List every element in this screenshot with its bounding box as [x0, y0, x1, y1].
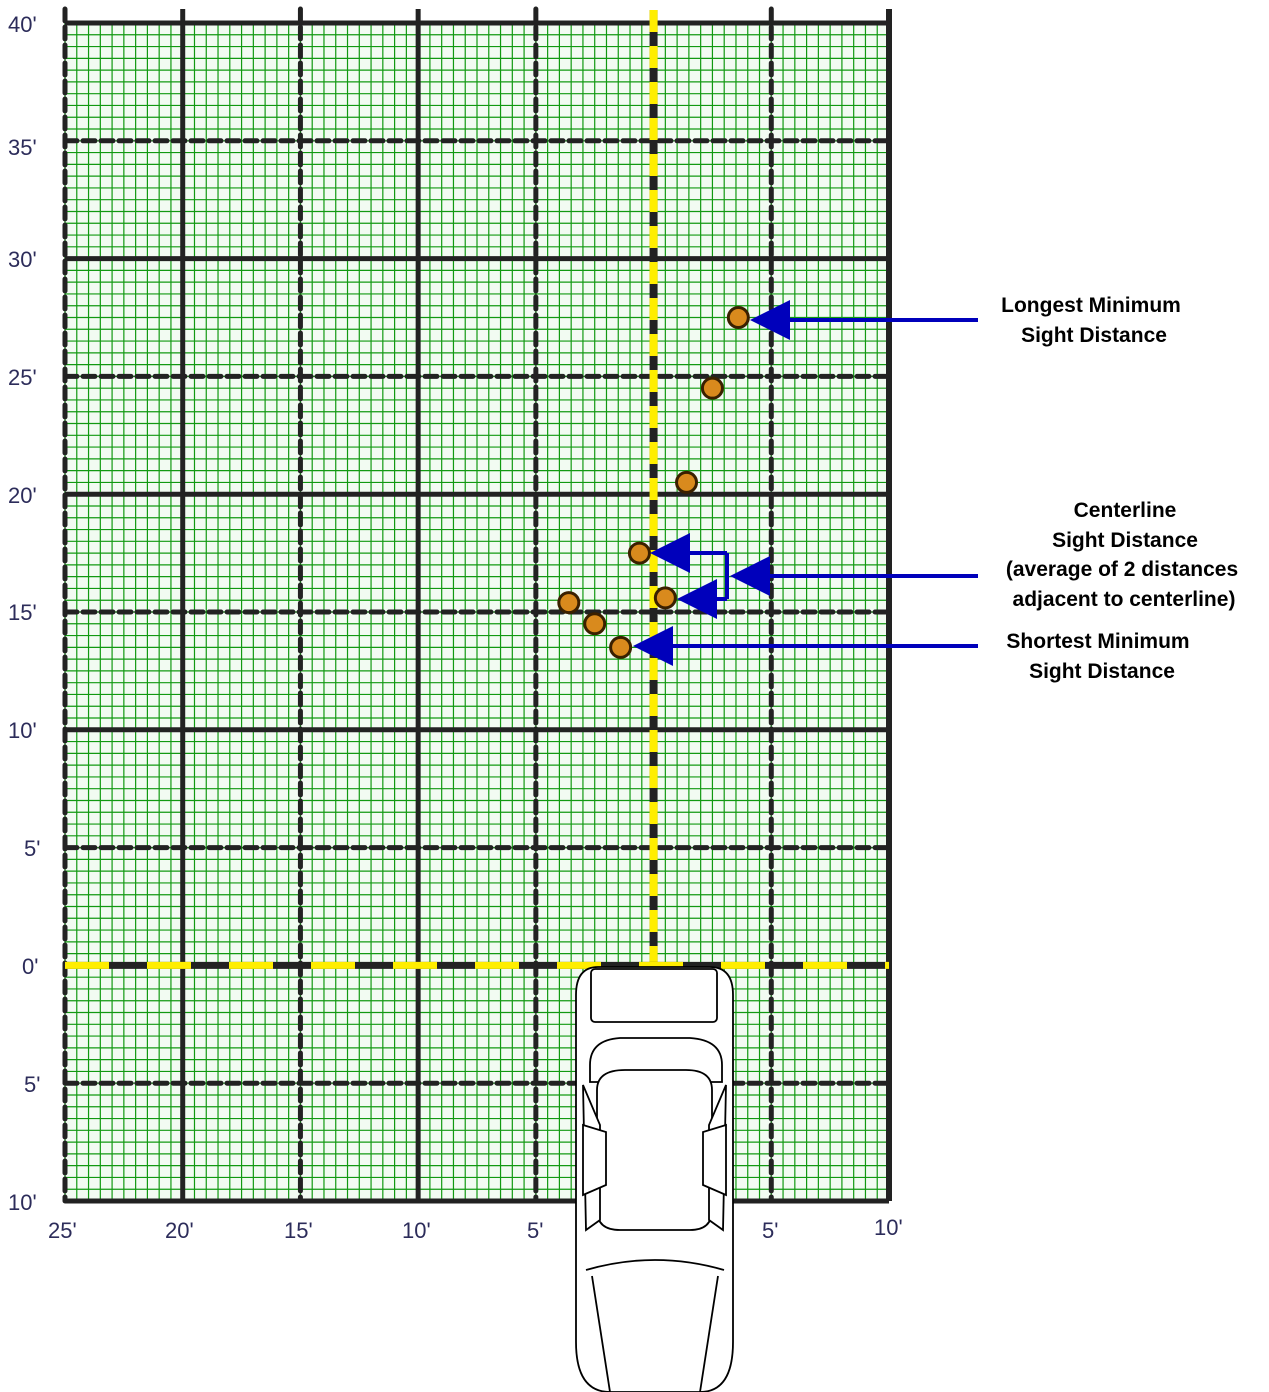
- shortest-label-line1: Shortest Minimum: [1006, 630, 1189, 653]
- shortest-label-line2: Sight Distance: [1029, 660, 1175, 683]
- sight-distance-point: [700, 376, 724, 400]
- x-tick-label: 10': [402, 1218, 431, 1243]
- sight-distance-point: [557, 591, 581, 615]
- annotations: Longest Minimum Sight Distance Centerlin…: [1001, 294, 1238, 683]
- y-tick-label: 25': [8, 365, 37, 390]
- x-tick-label: 15': [284, 1218, 313, 1243]
- x-tick-label: 10': [874, 1215, 903, 1240]
- sight-distance-point: [675, 470, 699, 494]
- sight-distance-point: [627, 541, 651, 565]
- major-grid-lines: [62, 6, 892, 1204]
- y-tick-label: 30': [8, 247, 37, 272]
- x-tick-label: 25': [48, 1218, 77, 1243]
- sight-distance-point: [583, 612, 607, 636]
- x-axis-labels: 25' 20' 15' 10' 5' 5' 10': [48, 1215, 903, 1243]
- sight-distance-point: [653, 586, 677, 610]
- annotation-arrows: [633, 300, 978, 666]
- y-tick-label: 0': [22, 954, 38, 979]
- y-tick-label: 5': [24, 1072, 40, 1097]
- x-tick-label: 5': [527, 1218, 543, 1243]
- y-tick-label: 15': [8, 600, 37, 625]
- longest-label-line1: Longest Minimum: [1001, 294, 1181, 317]
- car-top-view-icon: [575, 966, 734, 1392]
- y-tick-label: 10': [8, 718, 37, 743]
- x-tick-label: 20': [165, 1218, 194, 1243]
- y-tick-label: 10': [8, 1190, 37, 1215]
- y-tick-label: 20': [8, 483, 37, 508]
- centerline-label-line3: (average of 2 distances: [1006, 558, 1238, 581]
- y-tick-label: 40': [8, 12, 37, 37]
- centerline-label-line1: Centerline: [1074, 499, 1177, 522]
- centerline-label-line2: Sight Distance: [1052, 529, 1198, 552]
- centerline-label-line4: adjacent to centerline): [1013, 588, 1236, 611]
- sight-distance-point: [726, 306, 750, 329]
- x-tick-label: 5': [762, 1218, 778, 1243]
- y-axis-labels: 40' 35' 30' 25' 20' 15' 10' 5' 0' 5' 10': [8, 12, 40, 1215]
- y-tick-label: 5': [24, 836, 40, 861]
- y-tick-label: 35': [8, 135, 37, 160]
- longest-label-line2: Sight Distance: [1021, 324, 1167, 347]
- sight-distance-points: [557, 306, 750, 659]
- sight-distance-point: [609, 635, 633, 659]
- centerline: [65, 10, 889, 969]
